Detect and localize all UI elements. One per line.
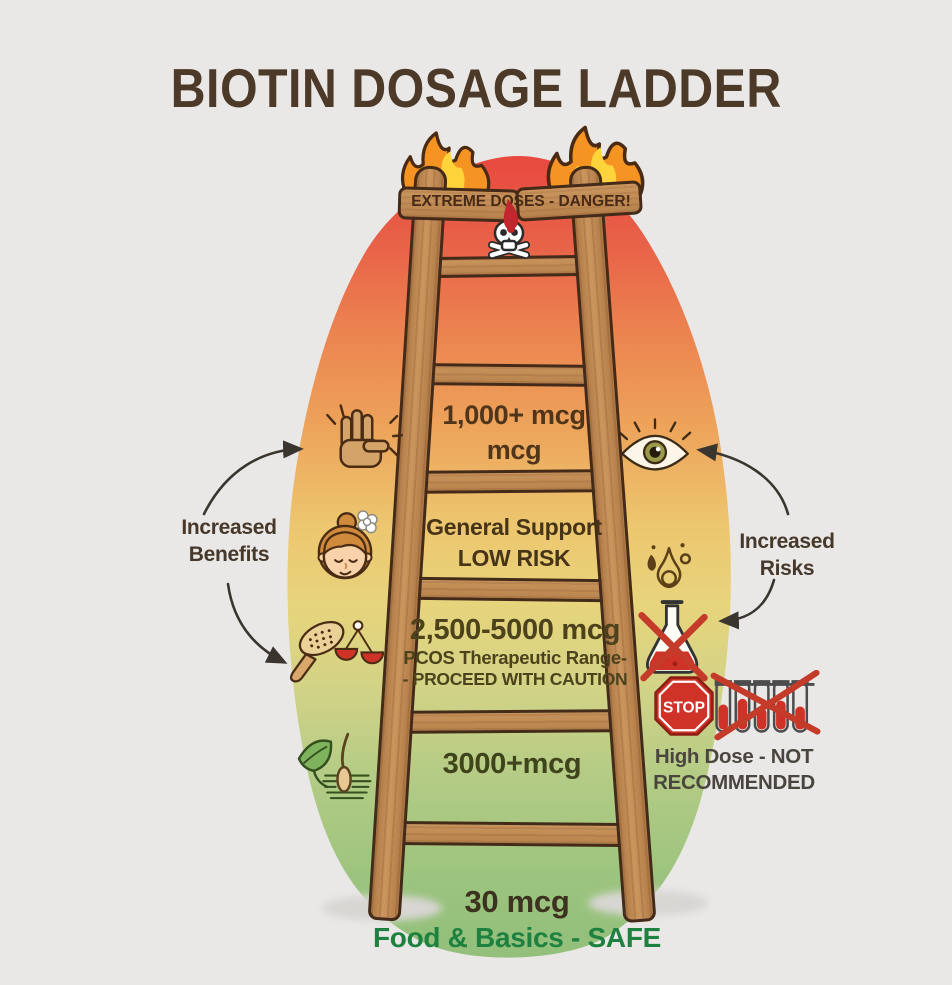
page-title: BIOTIN DOSAGE LADDER [170,57,782,119]
flask-crossed-icon [638,600,708,682]
eye-icon [618,418,692,471]
increased-benefits-label: Increased Benefits [181,516,277,567]
stop-sign-label: STOP [663,699,705,716]
level-1000-label: 1,000+ mcg mcg [442,400,586,466]
level-general-support-label: General Support LOW RISK [426,514,602,572]
ladder-rung-2 [407,362,611,388]
flames-icon-left [400,131,491,196]
risks-up-arrow [696,443,790,516]
base-safety-label: Food & Basics - SAFE [372,922,662,953]
blood-drip-icon [503,199,519,233]
benefits-down-arrow [226,582,288,664]
hairbrush-scale-icon [289,620,384,683]
stop-sign-icon: STOP [654,676,714,736]
high-dose-warning-label: High Dose - NOT RECOMMENDED [653,745,815,794]
leaf-hair-follicle-icon [297,732,372,800]
benefits-up-arrow [202,440,304,516]
ladder-rung-4 [393,576,626,603]
level-3000-label: 3000+mcg [442,748,582,780]
hand-snap-icon [326,404,404,468]
increased-risks-label: Increased Risks [739,530,835,581]
sweat-gland-icon [647,543,692,589]
risks-down-arrow [718,578,776,630]
ladder-rung-3 [400,469,618,494]
level-2500-5000-label: 2,500-5000 mcg PCOS Therapeutic Range- -… [402,614,628,689]
woman-face-icon [317,510,378,580]
base-dose-label: 30 mcg [464,884,570,919]
ladder-rung-6 [377,820,643,848]
test-tubes-crossed-icon [710,670,821,741]
ladder-rung-5 [385,709,635,734]
